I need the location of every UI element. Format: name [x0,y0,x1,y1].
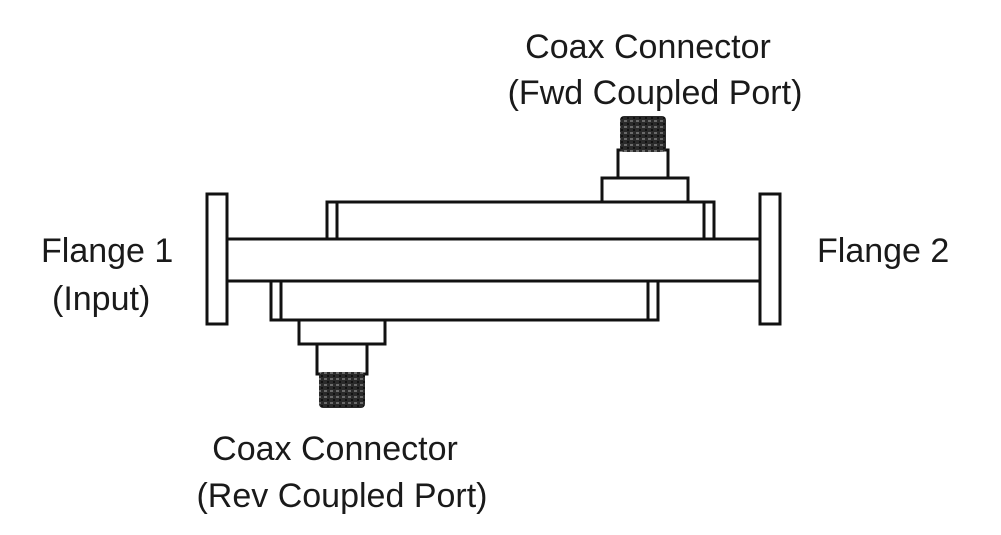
flange-1-label: Flange 1 [41,232,173,270]
rev-connector-base [297,318,387,346]
fwd-connector-thread [620,116,666,152]
fwd-connector-label: Coax Connector [525,28,771,66]
upper-coupling-housing [325,200,716,242]
main-waveguide [224,237,764,283]
flange-2 [758,192,782,326]
fwd-connector-base [600,176,690,204]
lower-coupling-housing [269,278,660,322]
fwd-connector-sublabel: (Fwd Coupled Port) [508,74,803,112]
flange-2-label: Flange 2 [817,232,949,270]
flange-1 [205,192,229,326]
rev-connector-body [315,342,369,376]
fwd-connector-body [616,148,670,180]
rev-connector-thread [319,372,365,408]
flange-1-sublabel: (Input) [52,280,150,318]
rev-connector-label: Coax Connector [212,430,458,468]
rev-connector-sublabel: (Rev Coupled Port) [196,477,487,515]
